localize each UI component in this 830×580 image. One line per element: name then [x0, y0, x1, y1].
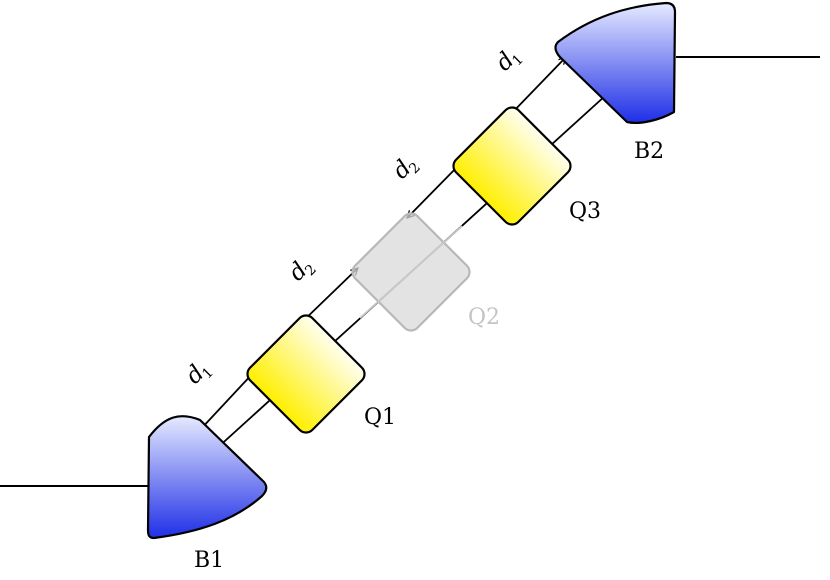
label-d2-upper: d 2	[388, 155, 424, 184]
bend-magnet-b2	[554, 1, 677, 124]
label-d1-upper: d 1	[491, 47, 527, 76]
label-q3: Q3	[569, 199, 601, 224]
distance-arrow-d1-lower	[199, 371, 255, 431]
label-b2: B2	[634, 139, 664, 164]
label-b1: B1	[194, 548, 224, 573]
label-q1: Q1	[364, 405, 396, 430]
bend-magnet-b1	[146, 415, 268, 540]
beam-line-through-ghost	[359, 225, 463, 319]
label-q2: Q2	[468, 305, 500, 330]
distance-arrow-d1-upper	[509, 57, 566, 116]
distance-arrow-d2-lower	[301, 268, 358, 323]
quadrupole-q1	[246, 314, 366, 434]
label-d2-lower: d 2	[284, 257, 320, 286]
quadrupole-q3	[452, 106, 572, 226]
label-d1-lower: d 1	[181, 360, 217, 389]
distance-arrow-d2-upper	[407, 163, 461, 218]
